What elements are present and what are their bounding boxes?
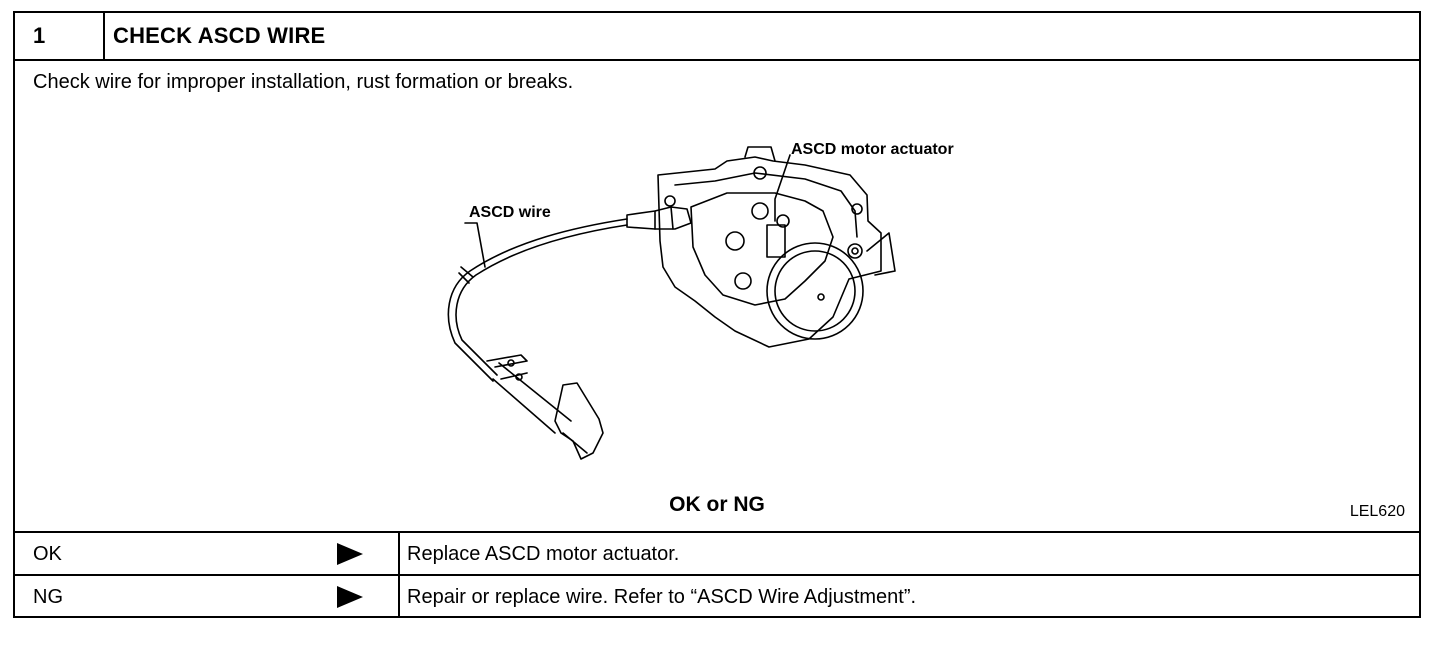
wire-callout-text: ASCD wire bbox=[469, 204, 551, 221]
bracket-tab bbox=[744, 146, 776, 162]
motor-drum bbox=[766, 242, 864, 340]
actuator-callout-text: ASCD motor actuator bbox=[791, 141, 954, 158]
outcome-action: Replace ASCD motor actuator. bbox=[407, 543, 680, 565]
step-number: 1 bbox=[15, 13, 105, 59]
leader-actuator bbox=[774, 154, 791, 222]
ascd-wire-illustration: ASCD motor actuator ASCD wire LEL620 bbox=[15, 61, 1419, 531]
actuator-and-wire-drawing bbox=[447, 146, 896, 460]
wire-fitting bbox=[626, 206, 692, 230]
pedal-arm bbox=[554, 382, 604, 460]
column-divider bbox=[398, 533, 400, 575]
actuator-bracket bbox=[657, 156, 882, 348]
bracket-inner-edge bbox=[674, 172, 858, 238]
actuator-callout: ASCD motor actuator bbox=[791, 141, 954, 159]
right-triangle-arrow-icon bbox=[337, 586, 363, 608]
right-triangle-arrow-icon bbox=[337, 543, 363, 565]
leader-wire bbox=[464, 222, 486, 268]
outcome-code: NG bbox=[33, 586, 63, 608]
outcome-code: OK bbox=[33, 543, 62, 565]
diagnostic-step-table: 1 CHECK ASCD WIRE Check wire for imprope… bbox=[13, 11, 1421, 618]
outcome-row-ng: NG Repair or replace wire. Refer to “ASC… bbox=[15, 574, 1419, 618]
actuator-body bbox=[690, 192, 834, 306]
wire-callout: ASCD wire bbox=[469, 204, 551, 222]
figure-id: LEL620 bbox=[1349, 503, 1405, 520]
step-header: 1 CHECK ASCD WIRE bbox=[15, 13, 1419, 61]
column-divider bbox=[398, 576, 400, 618]
inspection-instruction: Check wire for improper installation, ru… bbox=[33, 71, 574, 93]
result-prompt: OK or NG bbox=[669, 493, 765, 516]
outcome-row-ok: OK Replace ASCD motor actuator. bbox=[15, 531, 1419, 575]
step-title: CHECK ASCD WIRE bbox=[113, 23, 326, 48]
ascd-wire-cable bbox=[447, 218, 628, 382]
outcome-action: Repair or replace wire. Refer to “ASCD W… bbox=[407, 586, 917, 608]
